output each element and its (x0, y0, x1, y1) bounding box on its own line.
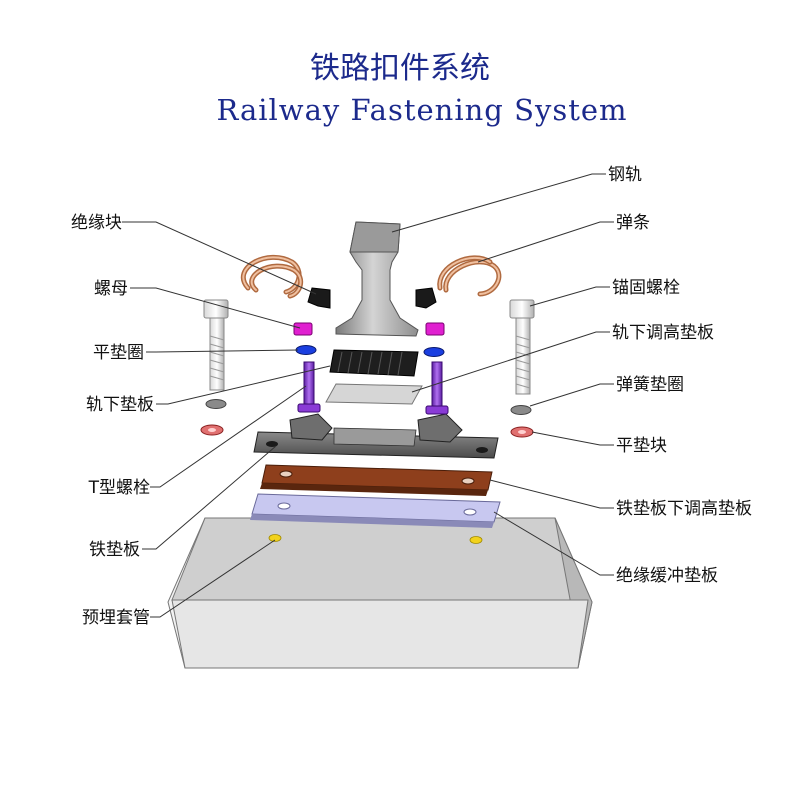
flat-washer-left (295, 345, 317, 355)
label-nut: 螺母 (94, 279, 128, 299)
anchor-bolt-right (509, 299, 535, 395)
insulating-buffer-pad (250, 493, 501, 528)
spring-washer-left (205, 399, 227, 409)
label-rail-pad: 轨下垫板 (86, 395, 154, 415)
t-bolt-left (297, 361, 321, 413)
label-elastic-clip: 弹条 (616, 213, 650, 233)
iron-baseplate (253, 413, 499, 459)
title-chinese: 铁路扣件系统 (310, 51, 490, 86)
nut-left (293, 322, 313, 336)
insulating-block-left (307, 287, 331, 309)
rail-pad (329, 349, 419, 377)
label-rail-height-adjust-pad: 轨下调高垫板 (612, 323, 714, 343)
label-flat-pad-block: 平垫块 (616, 436, 667, 456)
flat-pad-block-right (510, 426, 534, 438)
spring-washer-right (510, 405, 532, 415)
label-baseplate-height-adjust-pad: 铁垫板下调高垫板 (616, 499, 752, 519)
title-english: Railway Fastening System (216, 93, 627, 127)
nut-right (425, 322, 445, 336)
sleeper (167, 517, 593, 669)
label-insulating-buffer-pad: 绝缘缓冲垫板 (616, 566, 718, 586)
t-bolt-right (425, 361, 449, 415)
flat-washer-right (423, 347, 445, 357)
label-anchor-bolt: 锚固螺栓 (612, 278, 680, 298)
embedded-sleeve-right (469, 536, 483, 544)
leader-lines (122, 173, 614, 618)
label-rail: 钢轨 (608, 165, 642, 185)
insulating-block-right (415, 287, 437, 309)
elastic-clip-left (240, 254, 304, 299)
baseplate-height-adjust-pad (260, 464, 493, 496)
label-iron-baseplate: 铁垫板 (89, 540, 140, 560)
rail (335, 221, 419, 337)
anchor-bolt-left (203, 299, 229, 391)
elastic-clip-right (437, 255, 502, 297)
flat-pad-block-left (200, 424, 224, 436)
embedded-sleeve-left (268, 534, 282, 542)
label-insulating-block: 绝缘块 (71, 213, 122, 233)
label-embedded-sleeve: 预埋套管 (82, 608, 150, 628)
label-spring-washer: 弹簧垫圈 (616, 375, 684, 395)
label-t-bolt: T型螺栓 (88, 478, 150, 498)
rail-height-adjust-pad (325, 383, 423, 405)
label-flat-washer: 平垫圈 (93, 343, 144, 363)
